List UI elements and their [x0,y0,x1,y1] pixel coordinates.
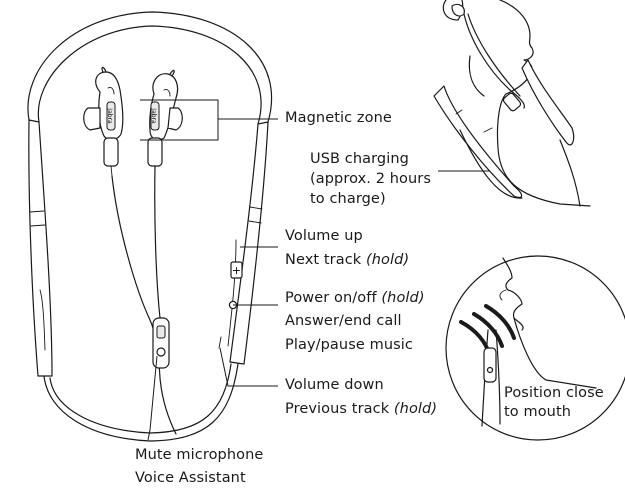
brand-mark-left: Jabra [106,107,113,124]
mute-button[interactable] [157,348,165,356]
left-earbud: Jabra [84,68,123,177]
right-earbud: Jabra [148,70,182,166]
previous-track-text: Previous track [285,401,394,417]
head-illustration [434,0,590,206]
next-track-text: Next track [285,252,366,268]
power-hold: (hold) [381,290,424,306]
usb-charging-label-line3: to charge) [310,191,386,208]
left-cable [112,176,176,434]
brand-mark-right: Jabra [150,107,157,124]
usb-charging-label-line2: (approx. 2 hours [310,171,431,188]
mute-label: Mute microphone [135,447,263,464]
volume-down-label: Volume down [285,377,384,394]
answer-call-label: Answer/end call [285,313,402,330]
neckband: + [28,12,272,441]
right-cable [155,166,160,318]
next-track-hold: (hold) [366,252,409,268]
voice-assistant-label: Voice Assistant [135,470,246,487]
position-label-line1: Position close [504,385,604,402]
plus-glyph: + [232,264,241,277]
previous-track-label: Previous track (hold) [285,401,437,418]
next-track-label: Next track (hold) [285,252,409,269]
power-label: Power on/off (hold) [285,290,425,307]
play-pause-label: Play/pause music [285,337,413,354]
position-label-line2: to mouth [504,404,571,421]
volume-down-button[interactable] [219,337,221,348]
previous-track-hold: (hold) [394,401,437,417]
usb-charging-label-line1: USB charging [310,151,409,168]
mute-leader [148,356,157,440]
power-text: Power on/off [285,290,381,306]
volume-up-label: Volume up [285,228,363,245]
magnetic-zone-label: Magnetic zone [285,110,392,127]
volume-down-leader [220,348,278,386]
inline-remote [153,318,169,368]
